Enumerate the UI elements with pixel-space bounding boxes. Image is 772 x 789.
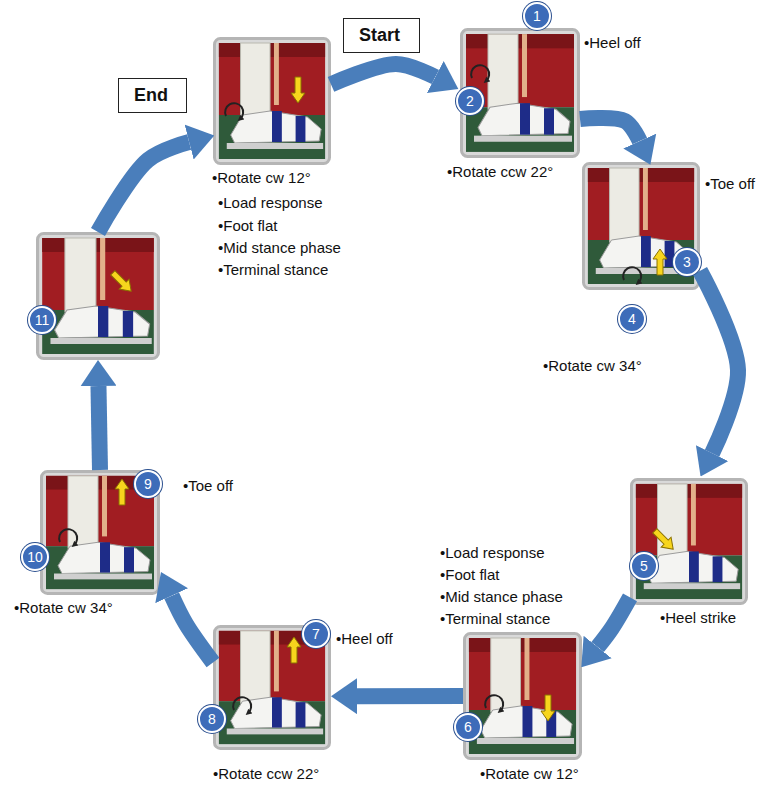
callout-number: 5	[630, 552, 658, 580]
callout-number: 2	[466, 94, 474, 108]
cycle-arrow	[598, 597, 630, 647]
step-photo: •Load response•Foot flat•Mid stance phas…	[463, 632, 582, 760]
motion-arrow	[287, 637, 301, 663]
step-caption: •Heel off	[584, 34, 641, 52]
rotation-arrow	[623, 267, 641, 283]
step-caption: •Terminal stance	[440, 610, 550, 628]
step-photo	[464, 634, 580, 759]
callout-number: 1	[533, 9, 541, 23]
motion-arrow	[115, 479, 129, 505]
callout-number: 3	[683, 255, 691, 269]
step-caption: •Foot flat	[218, 217, 277, 235]
step-photo: •Heel strike5	[630, 478, 748, 605]
step-caption: •Toe off	[705, 175, 755, 193]
step-caption: •Rotate cw 34°	[14, 599, 113, 617]
step-photo: •Heel off•Rotate ccw 22°12	[460, 28, 580, 158]
step-caption: •Rotate cw 34°	[543, 357, 642, 375]
step-caption: •Mid stance phase	[440, 588, 563, 606]
motion-arrow	[108, 268, 136, 296]
step-photo: •Heel off•Rotate ccw 22°78	[213, 625, 331, 750]
rotation-arrow	[225, 103, 243, 119]
step-photo: 11	[36, 232, 160, 360]
callout-number: 7	[302, 620, 330, 648]
callout-number: 5	[640, 559, 648, 573]
callout-number: 10	[27, 550, 43, 564]
cycle-arrow	[98, 142, 189, 232]
step-caption: •Toe off	[183, 477, 233, 495]
end-tag: End	[118, 78, 187, 113]
start-tag: Start	[343, 18, 420, 53]
cycle-label: End	[134, 84, 171, 106]
callout-number: 9	[144, 477, 152, 491]
motion-arrow	[653, 249, 667, 275]
cycle-arrow	[700, 271, 738, 453]
callout-number: 9	[134, 470, 162, 498]
step-caption: •Mid stance phase	[218, 239, 341, 257]
step-photo	[214, 39, 329, 164]
callout-number: 8	[208, 712, 216, 726]
step-photo: •Toe off•Rotate cw 34°910	[40, 470, 160, 595]
rotation-arrow	[59, 529, 77, 545]
step-photo	[631, 479, 746, 603]
cycle-arrow	[98, 386, 100, 470]
callout-number: 10	[21, 543, 49, 571]
step-caption: •Rotate ccw 22°	[213, 765, 319, 783]
callout-number: 11	[35, 313, 50, 327]
cycle-arrow	[357, 688, 463, 704]
callout-number: 6	[464, 720, 472, 734]
cycle-arrow	[331, 64, 435, 84]
step-photo	[38, 234, 159, 359]
rotation-arrow	[485, 695, 503, 711]
callout-number: 3	[673, 248, 701, 276]
step-caption: •Rotate cw 12°	[480, 765, 579, 783]
motion-arrow	[541, 695, 555, 721]
rotation-arrow	[471, 65, 489, 81]
cycle-arrow	[580, 118, 640, 141]
callout-number: 4	[628, 312, 636, 326]
step-caption: •Rotate ccw 22°	[447, 163, 553, 181]
step-photo: •Rotate cw 12°•Load response•Foot flat•M…	[213, 37, 331, 165]
rotation-arrow	[233, 697, 251, 713]
cycle-arrow	[172, 596, 213, 663]
callout-number: 4	[618, 305, 646, 333]
callout-number: 11	[28, 306, 56, 334]
motion-arrow	[291, 77, 305, 103]
step-caption: •Foot flat	[440, 566, 499, 584]
motion-arrow	[650, 526, 678, 554]
step-caption: •Heel strike	[660, 609, 736, 627]
step-photo: •Toe off•Rotate cw 34°34	[582, 162, 700, 290]
callout-number: 7	[312, 627, 320, 641]
step-caption: •Rotate cw 12°	[212, 169, 311, 187]
step-caption: •Terminal stance	[218, 261, 328, 279]
callout-number: 1	[523, 2, 551, 30]
step-caption: •Load response	[218, 194, 323, 212]
cycle-label: Start	[359, 24, 404, 46]
callout-number: 6	[454, 713, 482, 741]
step-caption: •Load response	[440, 544, 545, 562]
step-caption: •Heel off	[336, 630, 393, 648]
callout-number: 2	[456, 87, 484, 115]
callout-number: 8	[198, 705, 226, 733]
